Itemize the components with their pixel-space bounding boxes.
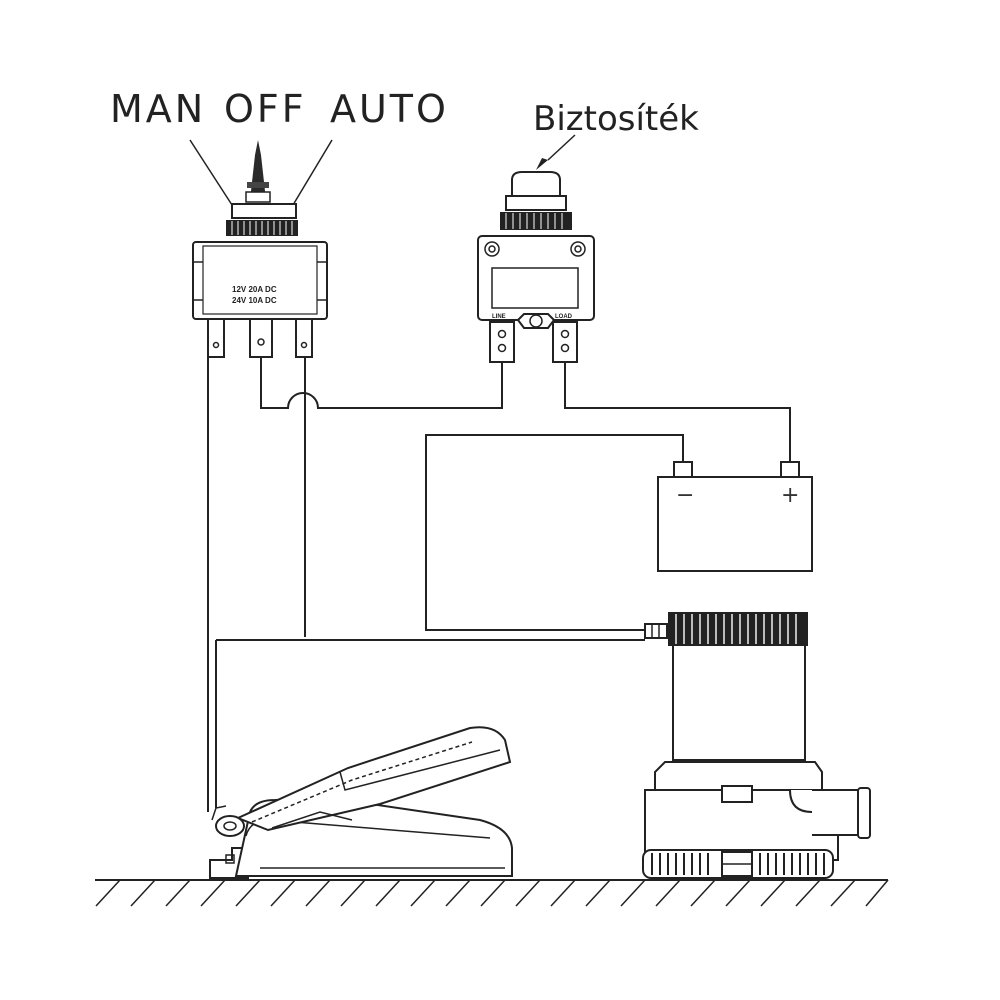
pointer-man (189, 139, 233, 206)
wire-breaker-to-battery-positive (564, 362, 791, 462)
float-switch (209, 726, 513, 879)
breaker-terminal-line-label: LINE (492, 314, 506, 320)
switch-terminal-auto (295, 318, 313, 358)
switch-terminal-man (207, 318, 225, 358)
pointer-auto (292, 139, 333, 206)
breaker-terminal-load-label: LOAD (555, 314, 573, 320)
bilge-pump (642, 612, 871, 879)
fuse-pointer (547, 134, 576, 161)
ground-line (95, 879, 889, 907)
switch-rating-line2: 24V 10A DC (232, 296, 277, 305)
switch-terminal-common (249, 318, 273, 358)
breaker-reset-button[interactable] (511, 171, 561, 197)
battery-terminal-negative (673, 461, 693, 478)
circuit-breaker[interactable]: LINE LOAD (477, 171, 595, 363)
label-man: MAN (110, 87, 206, 131)
battery-negative-symbol: − (676, 483, 694, 508)
pump-outlet (812, 789, 861, 836)
battery-body (657, 476, 813, 572)
breaker-terminal-line (489, 321, 515, 363)
breaker-nut (500, 212, 572, 230)
pump-housing (672, 646, 806, 761)
fuse-label: Biztosíték (533, 99, 699, 139)
pump-base (644, 789, 839, 861)
wire-switch-to-breaker (260, 357, 503, 409)
wire-battery-negative-to-pump (425, 434, 684, 631)
wires (207, 357, 791, 812)
breaker-terminal-load (552, 321, 578, 363)
battery: − + (657, 461, 813, 572)
toggle-switch[interactable]: 12V 20A DC 24V 10A DC (192, 140, 328, 358)
label-auto: AUTO (330, 87, 449, 131)
switch-lever[interactable] (250, 140, 266, 200)
battery-terminal-positive (780, 461, 800, 478)
label-off: OFF (224, 87, 307, 131)
float-arm (235, 726, 512, 832)
switch-body (192, 241, 328, 320)
pump-cap (668, 612, 808, 646)
switch-rating-line1: 12V 20A DC (232, 285, 277, 294)
battery-positive-symbol: + (781, 483, 799, 508)
